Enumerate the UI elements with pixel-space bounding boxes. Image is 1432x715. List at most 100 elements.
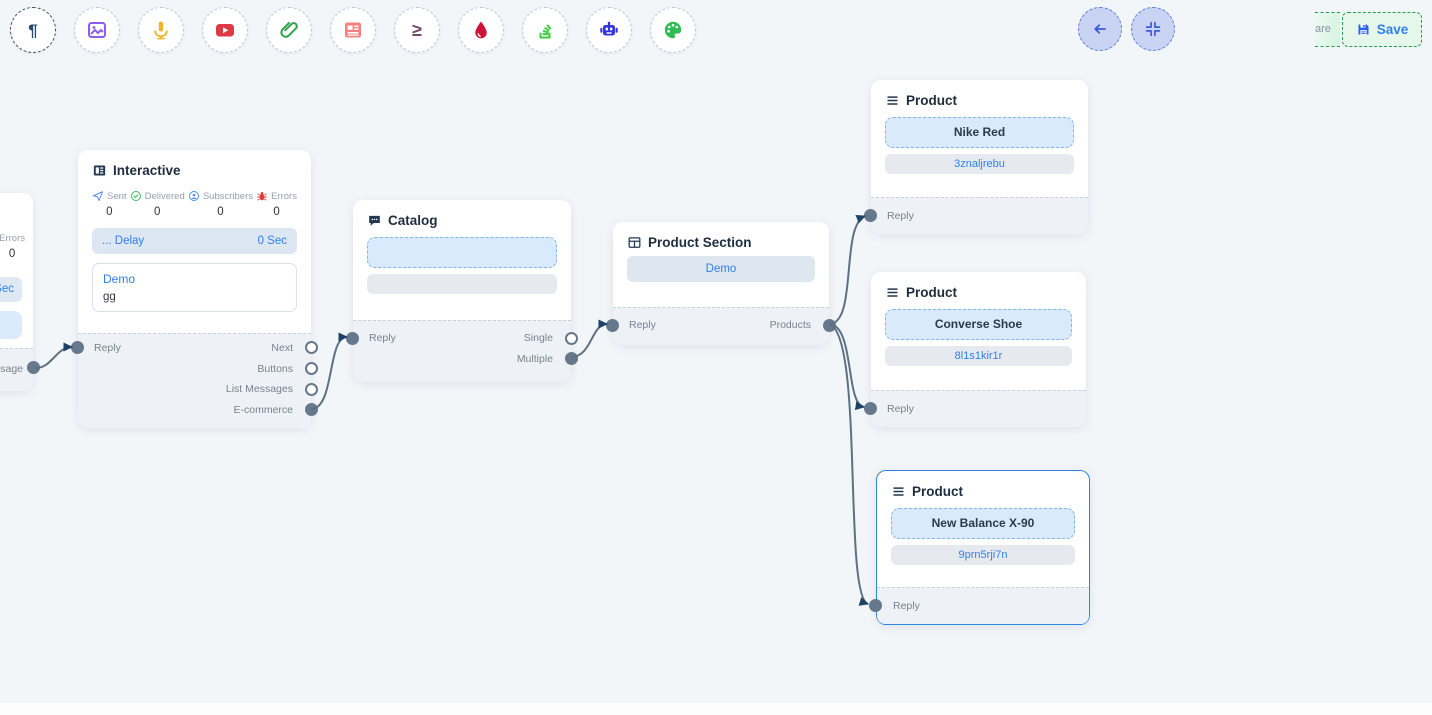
- sent-icon: [93, 191, 103, 201]
- toolbar-video-button[interactable]: [202, 7, 248, 53]
- node-title: Interactive: [113, 163, 181, 178]
- catalog-subplaceholder: [367, 274, 557, 294]
- node-product-1[interactable]: Product Nike Red 3znaljrebu Reply: [864, 80, 1088, 234]
- toolbar-image-button[interactable]: [74, 7, 120, 53]
- node-catalog[interactable]: Catalog Reply Single Multiple: [346, 200, 578, 382]
- toolbar-greater-equal-button[interactable]: ≥: [394, 7, 440, 53]
- toolbar-attachment-button[interactable]: [266, 7, 312, 53]
- edge-products-to-product-2: [828, 323, 865, 411]
- port-reply-in[interactable]: [864, 209, 877, 222]
- compress-icon: [1145, 21, 1161, 37]
- save-button[interactable]: Save: [1342, 12, 1422, 47]
- partial-hidden-label: are: [1315, 23, 1331, 35]
- node-product-2[interactable]: Product Converse Shoe 8l1s1kir1r Reply: [864, 272, 1086, 427]
- port-reply-in[interactable]: [346, 331, 359, 345]
- port-label-list-messages: List Messages: [225, 383, 293, 395]
- toolbar-stack-button[interactable]: [522, 7, 568, 53]
- edge-products-to-product-3: [828, 323, 869, 606]
- product-name-box[interactable]: New Balance X-90: [891, 508, 1075, 539]
- port-list-messages-out[interactable]: [305, 382, 318, 396]
- port-label-reply: Reply: [629, 319, 656, 331]
- product-icon: [893, 487, 904, 496]
- port-reply-in[interactable]: [869, 599, 882, 612]
- video-icon: [216, 24, 234, 37]
- node-title: Product: [906, 285, 958, 300]
- toolbar-drop-button[interactable]: [458, 7, 504, 53]
- port-products-out[interactable]: [823, 318, 836, 332]
- product-name-box[interactable]: Nike Red: [885, 117, 1074, 148]
- stack-icon: [539, 24, 552, 39]
- partial-hidden-button[interactable]: are: [1315, 12, 1340, 47]
- port-label-products: Products: [769, 319, 811, 331]
- product-name-box[interactable]: Converse Shoe: [885, 309, 1072, 340]
- delivered-icon: [130, 191, 141, 201]
- back-button[interactable]: [1078, 7, 1122, 51]
- port-message-out[interactable]: [27, 361, 40, 374]
- node-title: Product: [906, 93, 958, 108]
- palette-icon: [664, 21, 682, 39]
- port-label-reply: Reply: [369, 332, 396, 344]
- port-label-next: Next: [271, 342, 293, 354]
- port-single-out[interactable]: [565, 331, 578, 345]
- toolbar-bot-button[interactable]: [586, 7, 632, 53]
- port-label-reply: Reply: [887, 403, 914, 415]
- catalog-icon: [369, 215, 380, 226]
- partial-errors-label: Errors: [0, 233, 25, 244]
- product-icon: [887, 288, 898, 297]
- svg-text:≥: ≥: [412, 20, 422, 40]
- fit-view-button[interactable]: [1131, 7, 1175, 51]
- port-multiple-out[interactable]: [565, 352, 578, 365]
- port-next-out[interactable]: [305, 341, 318, 354]
- partial-delay-chip: Sec: [0, 277, 22, 302]
- save-icon: [1358, 24, 1369, 35]
- product-icon: [887, 96, 898, 105]
- edge-message-to-interactive: [35, 342, 73, 369]
- message-text: gg: [103, 291, 116, 303]
- port-reply-in[interactable]: [606, 318, 619, 332]
- toolbar-text-button[interactable]: ¶: [10, 7, 56, 53]
- text-icon: ¶: [28, 21, 37, 40]
- port-label-message: essage: [0, 363, 23, 375]
- paperclip-icon: [280, 21, 298, 38]
- port-label-multiple: Multiple: [516, 352, 553, 365]
- delay-bar[interactable]: ... Delay 0 Sec: [92, 228, 297, 254]
- port-label-ecommerce: E-commerce: [233, 403, 293, 416]
- node-product-section[interactable]: Product Section Demo Reply Products: [606, 222, 836, 345]
- drop-icon: [475, 21, 487, 39]
- port-ecommerce-out[interactable]: [305, 403, 318, 416]
- product-retailer-id: 3znaljrebu: [885, 154, 1074, 174]
- toolbar-audio-button[interactable]: [138, 7, 184, 53]
- port-label-single: Single: [523, 332, 553, 344]
- port-reply-in[interactable]: [864, 402, 877, 415]
- stat-sent: Sent 0: [92, 190, 127, 218]
- port-label-reply: Reply: [893, 600, 920, 612]
- edge-products-to-product-1: [828, 215, 866, 325]
- interactive-icon: [93, 165, 106, 176]
- port-label-buttons: Buttons: [257, 362, 293, 375]
- stat-subscribers: Subscribers 0: [188, 190, 253, 218]
- robot-icon: [600, 21, 618, 36]
- port-reply-in[interactable]: [71, 341, 84, 354]
- port-label-reply: Reply: [887, 210, 914, 222]
- node-interactive[interactable]: Interactive Sent 0 Delivered 0: [71, 150, 318, 428]
- product-retailer-id: 9prn5rji7n: [891, 545, 1075, 565]
- product-retailer-id: 8l1s1kir1r: [885, 346, 1072, 366]
- section-button[interactable]: Demo: [627, 256, 815, 282]
- delay-label: ... Delay: [102, 235, 145, 247]
- node-product-3-selected[interactable]: Product New Balance X-90 9prn5rji7n Repl…: [869, 470, 1090, 625]
- port-label-reply: Reply: [94, 342, 121, 354]
- errors-icon: [257, 191, 267, 201]
- catalog-placeholder[interactable]: [367, 237, 557, 268]
- node-partial-message[interactable]: Errors 0 Sec essage: [0, 193, 40, 391]
- toolbar-palette-button[interactable]: [650, 7, 696, 53]
- toolbar-newsletter-button[interactable]: [330, 7, 376, 53]
- message-preview[interactable]: Demo gg: [92, 263, 297, 312]
- partial-content-box: [0, 311, 22, 339]
- node-title: Catalog: [388, 213, 438, 228]
- port-buttons-out[interactable]: [305, 362, 318, 375]
- subscribers-icon: [188, 191, 199, 201]
- node-title: Product: [912, 484, 964, 499]
- delay-value: 0 Sec: [257, 235, 287, 247]
- greater-equal-icon: ≥: [412, 20, 422, 40]
- microphone-icon: [154, 21, 168, 40]
